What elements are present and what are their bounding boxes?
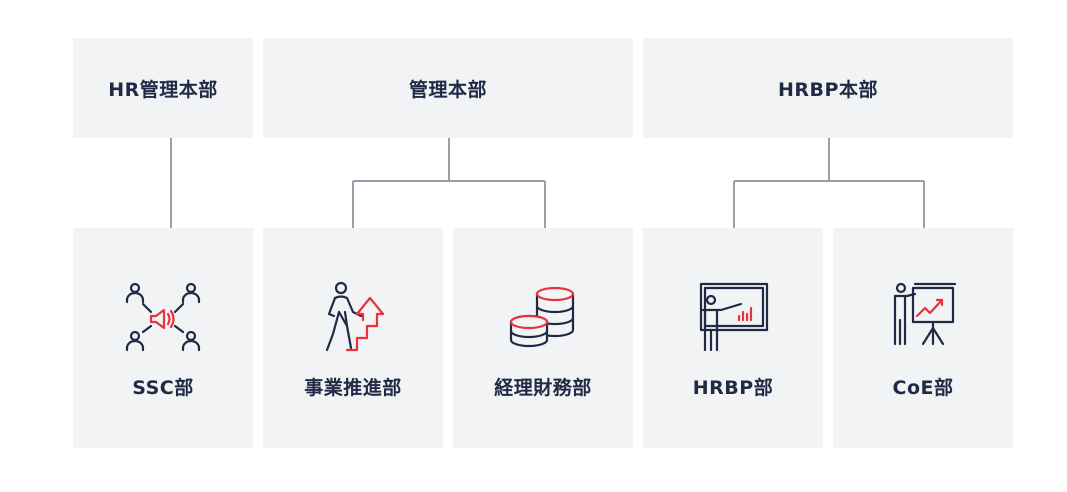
hrbp-division-label: HRBP本部	[778, 78, 878, 101]
management-division-box: 管理本部	[263, 38, 633, 138]
presenter-chart-icon	[883, 280, 963, 360]
business-promotion-department-label: 事業推進部	[304, 377, 402, 399]
ssc-department-label: SSC部	[132, 377, 194, 399]
hr-management-division-label: HR管理本部	[108, 78, 218, 101]
hrbp-division-box: HRBP本部	[643, 38, 1013, 138]
hr-management-division-box: HR管理本部	[73, 38, 253, 138]
hrbp-department-box: HRBP部	[643, 228, 823, 448]
walking-upward-arrow-icon	[313, 280, 393, 360]
coe-department-box: CoE部	[833, 228, 1013, 448]
ssc-department-box: SSC部	[73, 228, 253, 448]
coe-department-label: CoE部	[892, 377, 954, 399]
hrbp-department-label: HRBP部	[692, 377, 774, 399]
people-megaphone-icon	[123, 280, 203, 360]
accounting-finance-department-label: 経理財務部	[494, 377, 592, 399]
business-promotion-department-box: 事業推進部	[263, 228, 443, 448]
coin-stacks-icon	[503, 280, 583, 360]
management-division-label: 管理本部	[408, 78, 487, 101]
presenter-board-icon	[693, 280, 773, 360]
accounting-finance-department-box: 経理財務部	[453, 228, 633, 448]
